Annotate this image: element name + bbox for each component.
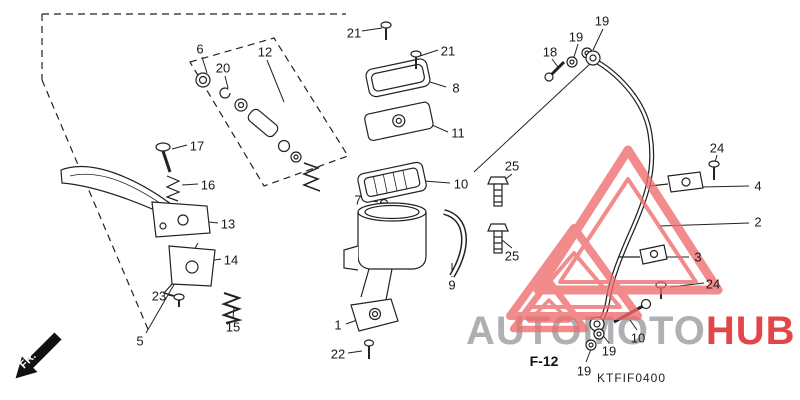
callout-5: 5 xyxy=(136,333,144,349)
callout-7: 7 xyxy=(354,192,362,208)
clamp-9 xyxy=(443,209,467,278)
pivot-bolt-17 xyxy=(155,142,171,152)
watermark-triangles xyxy=(506,145,723,333)
callout-24: 24 xyxy=(709,140,725,156)
callout-8: 8 xyxy=(452,80,460,96)
callout-21: 21 xyxy=(440,43,456,59)
callout-18: 18 xyxy=(542,44,558,60)
callout-10: 10 xyxy=(453,176,469,192)
callout-24: 24 xyxy=(705,276,721,292)
callout-19: 19 xyxy=(568,29,584,45)
callout-19: 19 xyxy=(594,13,610,29)
fr-direction-arrow: FR. xyxy=(15,332,62,379)
flange-bolts-25 xyxy=(487,176,509,254)
master-cylinder-body xyxy=(343,202,427,359)
callout-25: 25 xyxy=(504,158,520,174)
callout-17: 17 xyxy=(189,138,205,154)
callout-9: 9 xyxy=(448,277,456,293)
callout-22: 22 xyxy=(330,346,346,362)
watermark-brand-red: HUB xyxy=(705,309,796,353)
piston-kit xyxy=(195,72,321,192)
set-plate-11 xyxy=(364,101,434,142)
callout-14: 14 xyxy=(223,252,239,268)
diaphragm-10 xyxy=(357,161,427,203)
screw-22 xyxy=(363,339,375,347)
callout-15: 15 xyxy=(225,319,241,335)
hose-fasteners-top xyxy=(544,47,593,82)
bolt-24-upper xyxy=(708,160,720,168)
callout-25: 25 xyxy=(504,248,520,264)
callout-12: 12 xyxy=(257,44,273,60)
reservoir-cap-8 xyxy=(365,58,431,98)
callout-11: 11 xyxy=(451,125,465,141)
callout-23: 23 xyxy=(151,288,167,304)
snap-ring-20 xyxy=(219,87,231,99)
callout-21: 21 xyxy=(346,25,362,41)
spring-16 xyxy=(165,175,181,202)
callout-10: 10 xyxy=(630,330,646,346)
hose-clamps xyxy=(618,160,720,299)
callout-20: 20 xyxy=(215,60,231,76)
spring-15 xyxy=(221,292,243,324)
page-ref-label: F-12 xyxy=(529,353,559,369)
callout-19: 19 xyxy=(601,343,617,359)
callout-6: 6 xyxy=(196,41,204,57)
callout-3: 3 xyxy=(694,249,702,265)
callout-16: 16 xyxy=(200,177,216,193)
callout-13: 13 xyxy=(220,216,236,232)
screw-23 xyxy=(173,293,185,301)
callout-2: 2 xyxy=(754,214,762,230)
cap-screws-21 xyxy=(380,21,422,69)
callout-19: 19 xyxy=(576,363,592,379)
callout-4: 4 xyxy=(754,178,762,194)
callout-1: 1 xyxy=(334,317,342,333)
brake-lever-assembly xyxy=(60,142,243,324)
diagram-code: KTFIF0400 xyxy=(597,371,667,385)
